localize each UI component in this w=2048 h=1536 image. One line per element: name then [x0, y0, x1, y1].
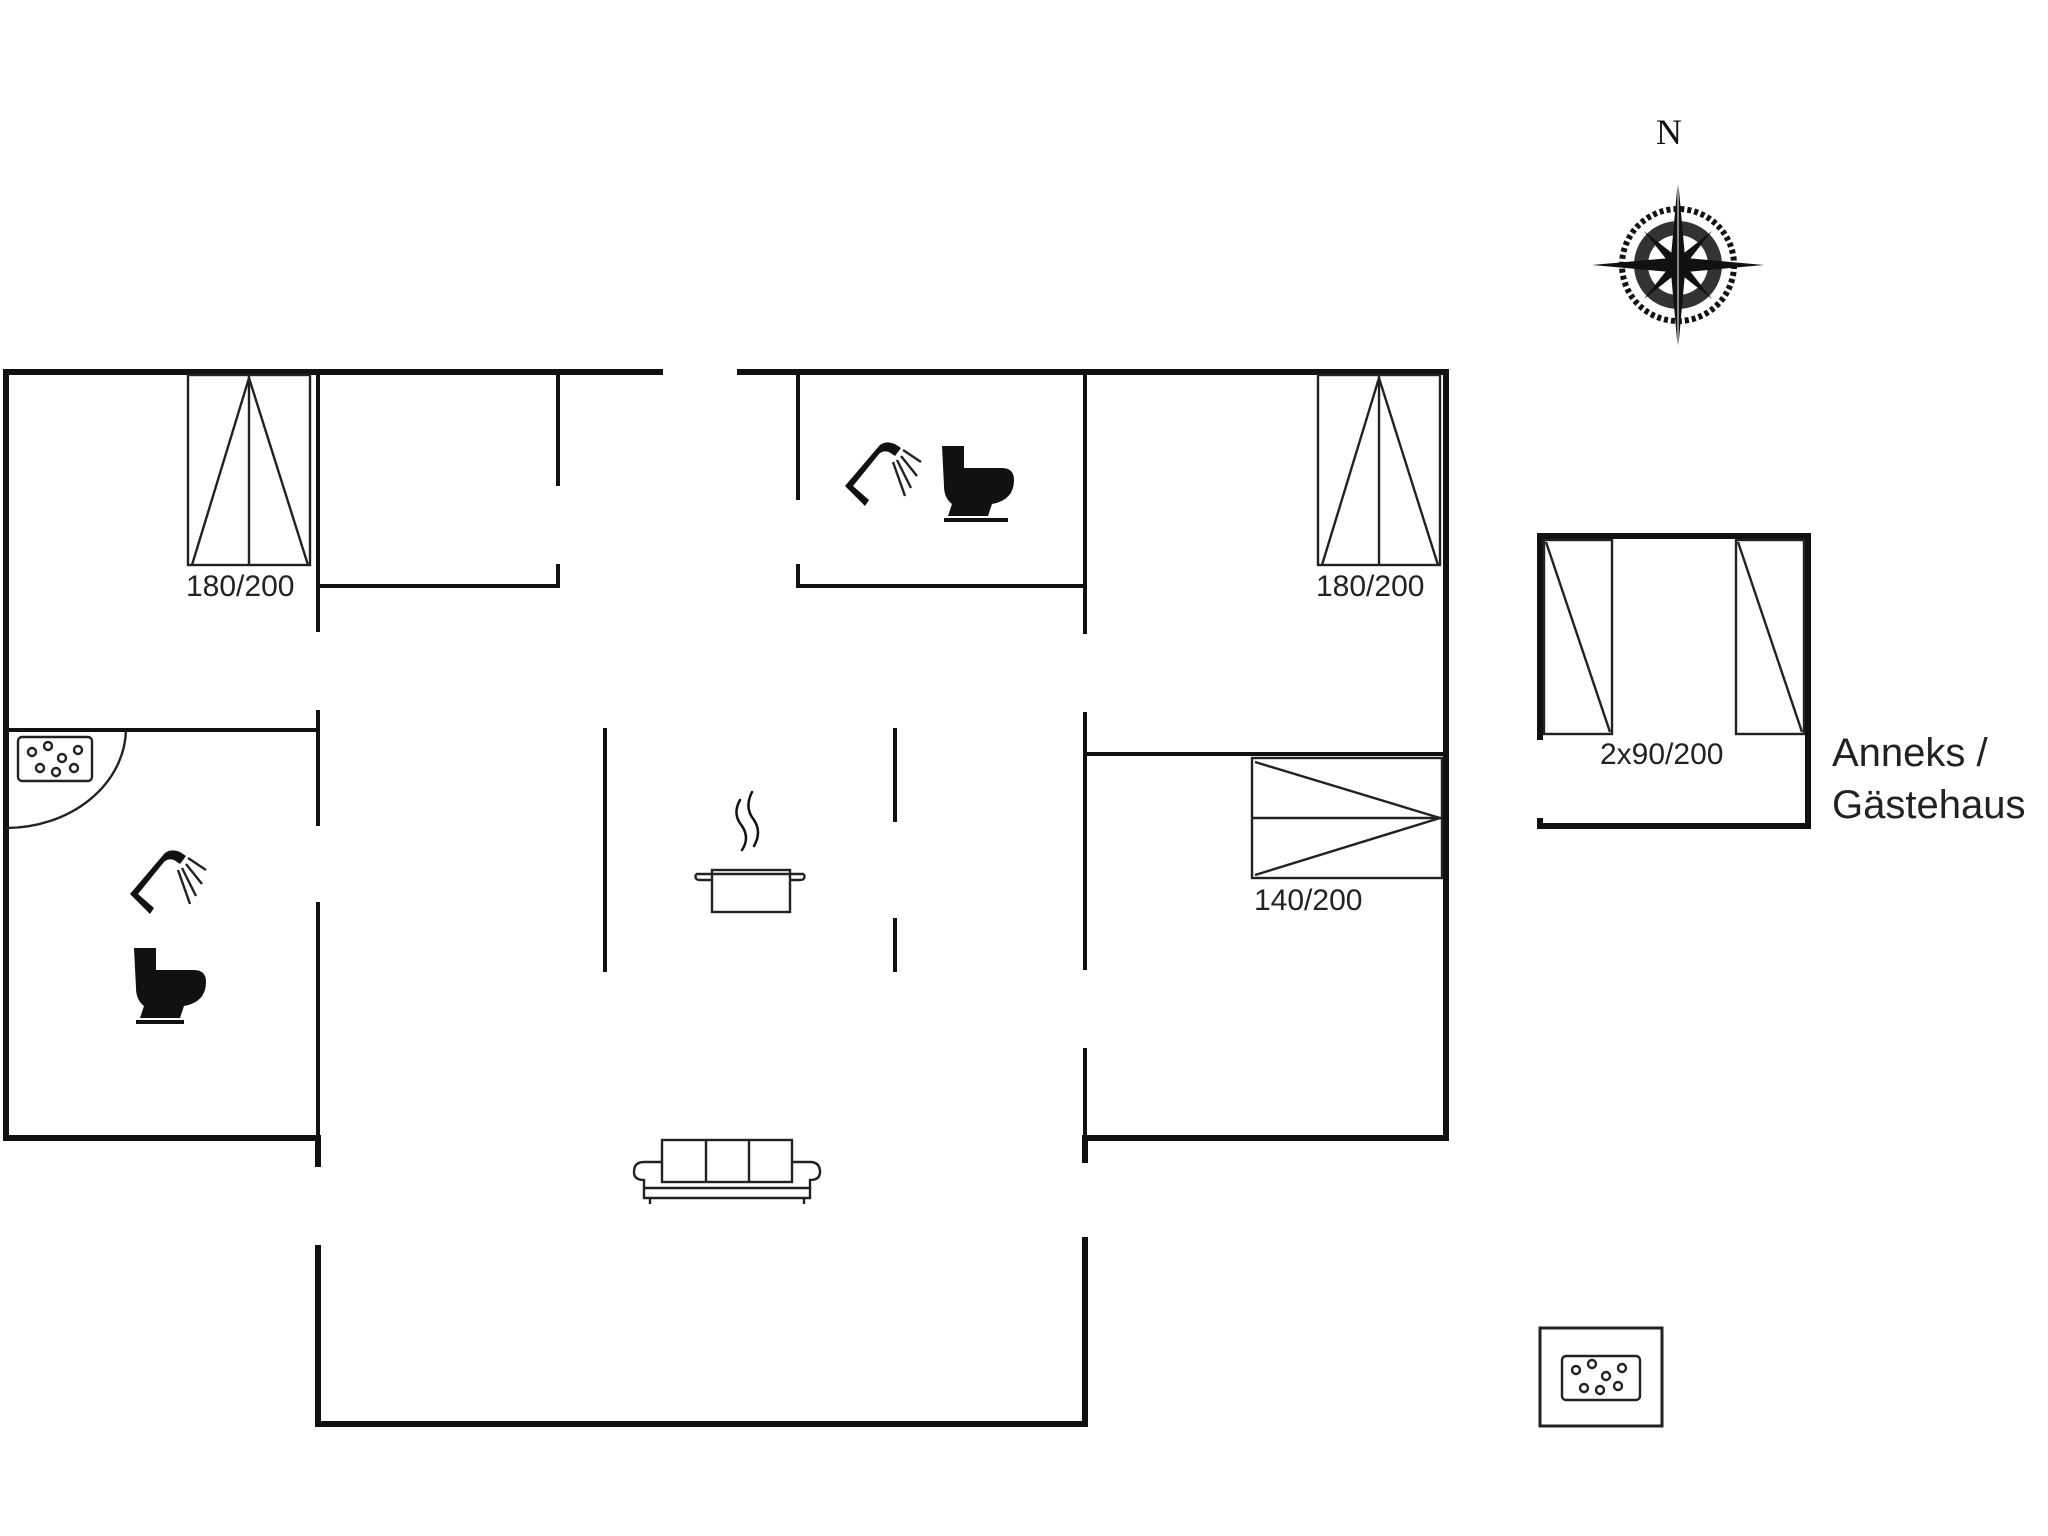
bed-left [186, 373, 312, 567]
whirlpool-bath [5, 729, 128, 830]
bed-lower-right [1250, 756, 1445, 880]
annex-label-line2: Gästehaus [1832, 783, 2025, 827]
annex-beds [1542, 538, 1806, 736]
annex-walls [1536, 533, 1811, 829]
toilet-icon-top [942, 446, 1014, 522]
compass-rose-icon [1592, 179, 1764, 351]
interior-walls [4, 370, 1448, 1140]
north-label: N [1656, 112, 1682, 152]
toilet-icon [134, 948, 206, 1024]
bed-label-left: 180/200 [186, 570, 294, 603]
whirlpool-icon [1538, 1326, 1664, 1428]
cooking-pot-icon [694, 790, 806, 914]
bed-label-right: 180/200 [1316, 570, 1424, 603]
bed-right [1316, 373, 1442, 567]
sofa-icon [632, 1138, 822, 1204]
annex-label-line1: Anneks / [1832, 731, 1989, 775]
bed-label-lower-right: 140/200 [1254, 884, 1362, 917]
exterior-walls [3, 369, 1449, 1427]
bed-label-annex: 2x90/200 [1600, 738, 1723, 771]
shower-icon [130, 850, 207, 914]
shower-icon-top [845, 442, 922, 506]
